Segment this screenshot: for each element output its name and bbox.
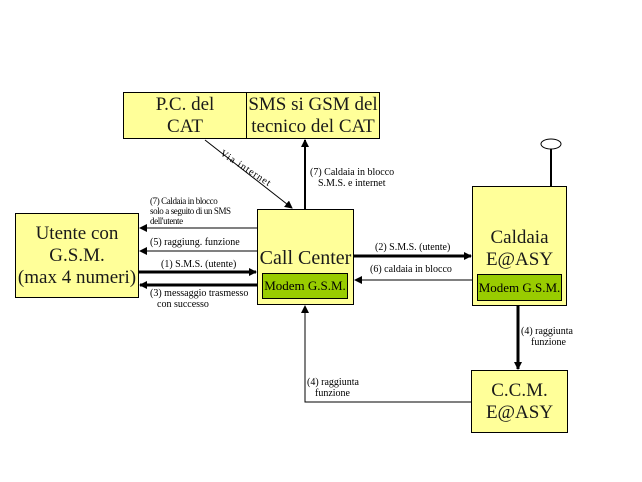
label-step7-technician-line2: S.M.S. e internet bbox=[318, 178, 386, 189]
sms-gsm-line2: tecnico del CAT bbox=[251, 115, 375, 137]
label-step4-down-line2: funzione bbox=[531, 337, 566, 348]
utente-line3: (max 4 numeri) bbox=[17, 266, 137, 288]
call-center-title: Call Center bbox=[259, 247, 352, 269]
label-step7-technician: (7) Caldaia in blocco S.M.S. e internet bbox=[310, 167, 394, 189]
utente-line2: G.S.M. bbox=[49, 244, 105, 266]
ccm-line1: C.C.M. bbox=[491, 379, 548, 401]
node-ccm: C.C.M. E@ASY bbox=[471, 370, 568, 433]
call-center-modem: Modem G.S.M. bbox=[262, 273, 348, 299]
label-step4-up-line1: (4) raggiunta bbox=[307, 377, 359, 388]
label-step4-up-line2: funzione bbox=[315, 388, 350, 399]
label-step3-line2: con successo bbox=[157, 299, 209, 310]
label-step3: (3) messaggio trasmesso con successo bbox=[150, 288, 248, 310]
label-step7-user-line3: dell'utente bbox=[150, 216, 183, 226]
node-pc-cat: P.C. del CAT bbox=[123, 92, 247, 139]
node-sms-gsm-technician: SMS si GSM del tecnico del CAT bbox=[246, 92, 380, 139]
antenna-icon bbox=[540, 138, 562, 150]
caldaia-modem: Modem G.S.M. bbox=[477, 274, 562, 301]
label-step1: (1) S.M.S. (utente) bbox=[161, 259, 237, 270]
label-step2: (2) S.M.S. (utente) bbox=[375, 242, 451, 253]
ccm-line2: E@ASY bbox=[485, 401, 554, 423]
label-step5: (5) raggiung. funzione bbox=[150, 237, 240, 248]
label-step3-line1: (3) messaggio trasmesso bbox=[150, 288, 249, 299]
sms-gsm-line1: SMS si GSM del bbox=[248, 93, 378, 115]
label-step7-technician-line1: (7) Caldaia in blocco bbox=[310, 167, 395, 178]
pc-cat-line1: P.C. del bbox=[155, 93, 215, 115]
label-step4-down-line1: (4) raggiunta bbox=[521, 326, 573, 337]
caldaia-line1: Caldaia bbox=[490, 227, 549, 248]
label-step7-user-line1: (7) Caldaia in blocco bbox=[150, 196, 218, 206]
label-step4-down: (4) raggiunta funzione bbox=[521, 326, 573, 348]
label-step4-up: (4) raggiunta funzione bbox=[307, 377, 359, 399]
label-step6: (6) caldaia in blocco bbox=[370, 264, 452, 275]
pc-cat-line2: CAT bbox=[167, 115, 203, 137]
utente-line1: Utente con bbox=[35, 222, 119, 244]
arrow-via-internet bbox=[204, 139, 293, 209]
label-step7-user-line2: solo a seguito di un SMS bbox=[150, 206, 231, 216]
arrow-step4-up bbox=[301, 305, 471, 403]
node-utente: Utente con G.S.M. (max 4 numeri) bbox=[15, 213, 139, 298]
label-step7-user: (7) Caldaia in blocco solo a seguito di … bbox=[150, 196, 231, 226]
caldaia-line2: E@ASY bbox=[485, 249, 554, 270]
